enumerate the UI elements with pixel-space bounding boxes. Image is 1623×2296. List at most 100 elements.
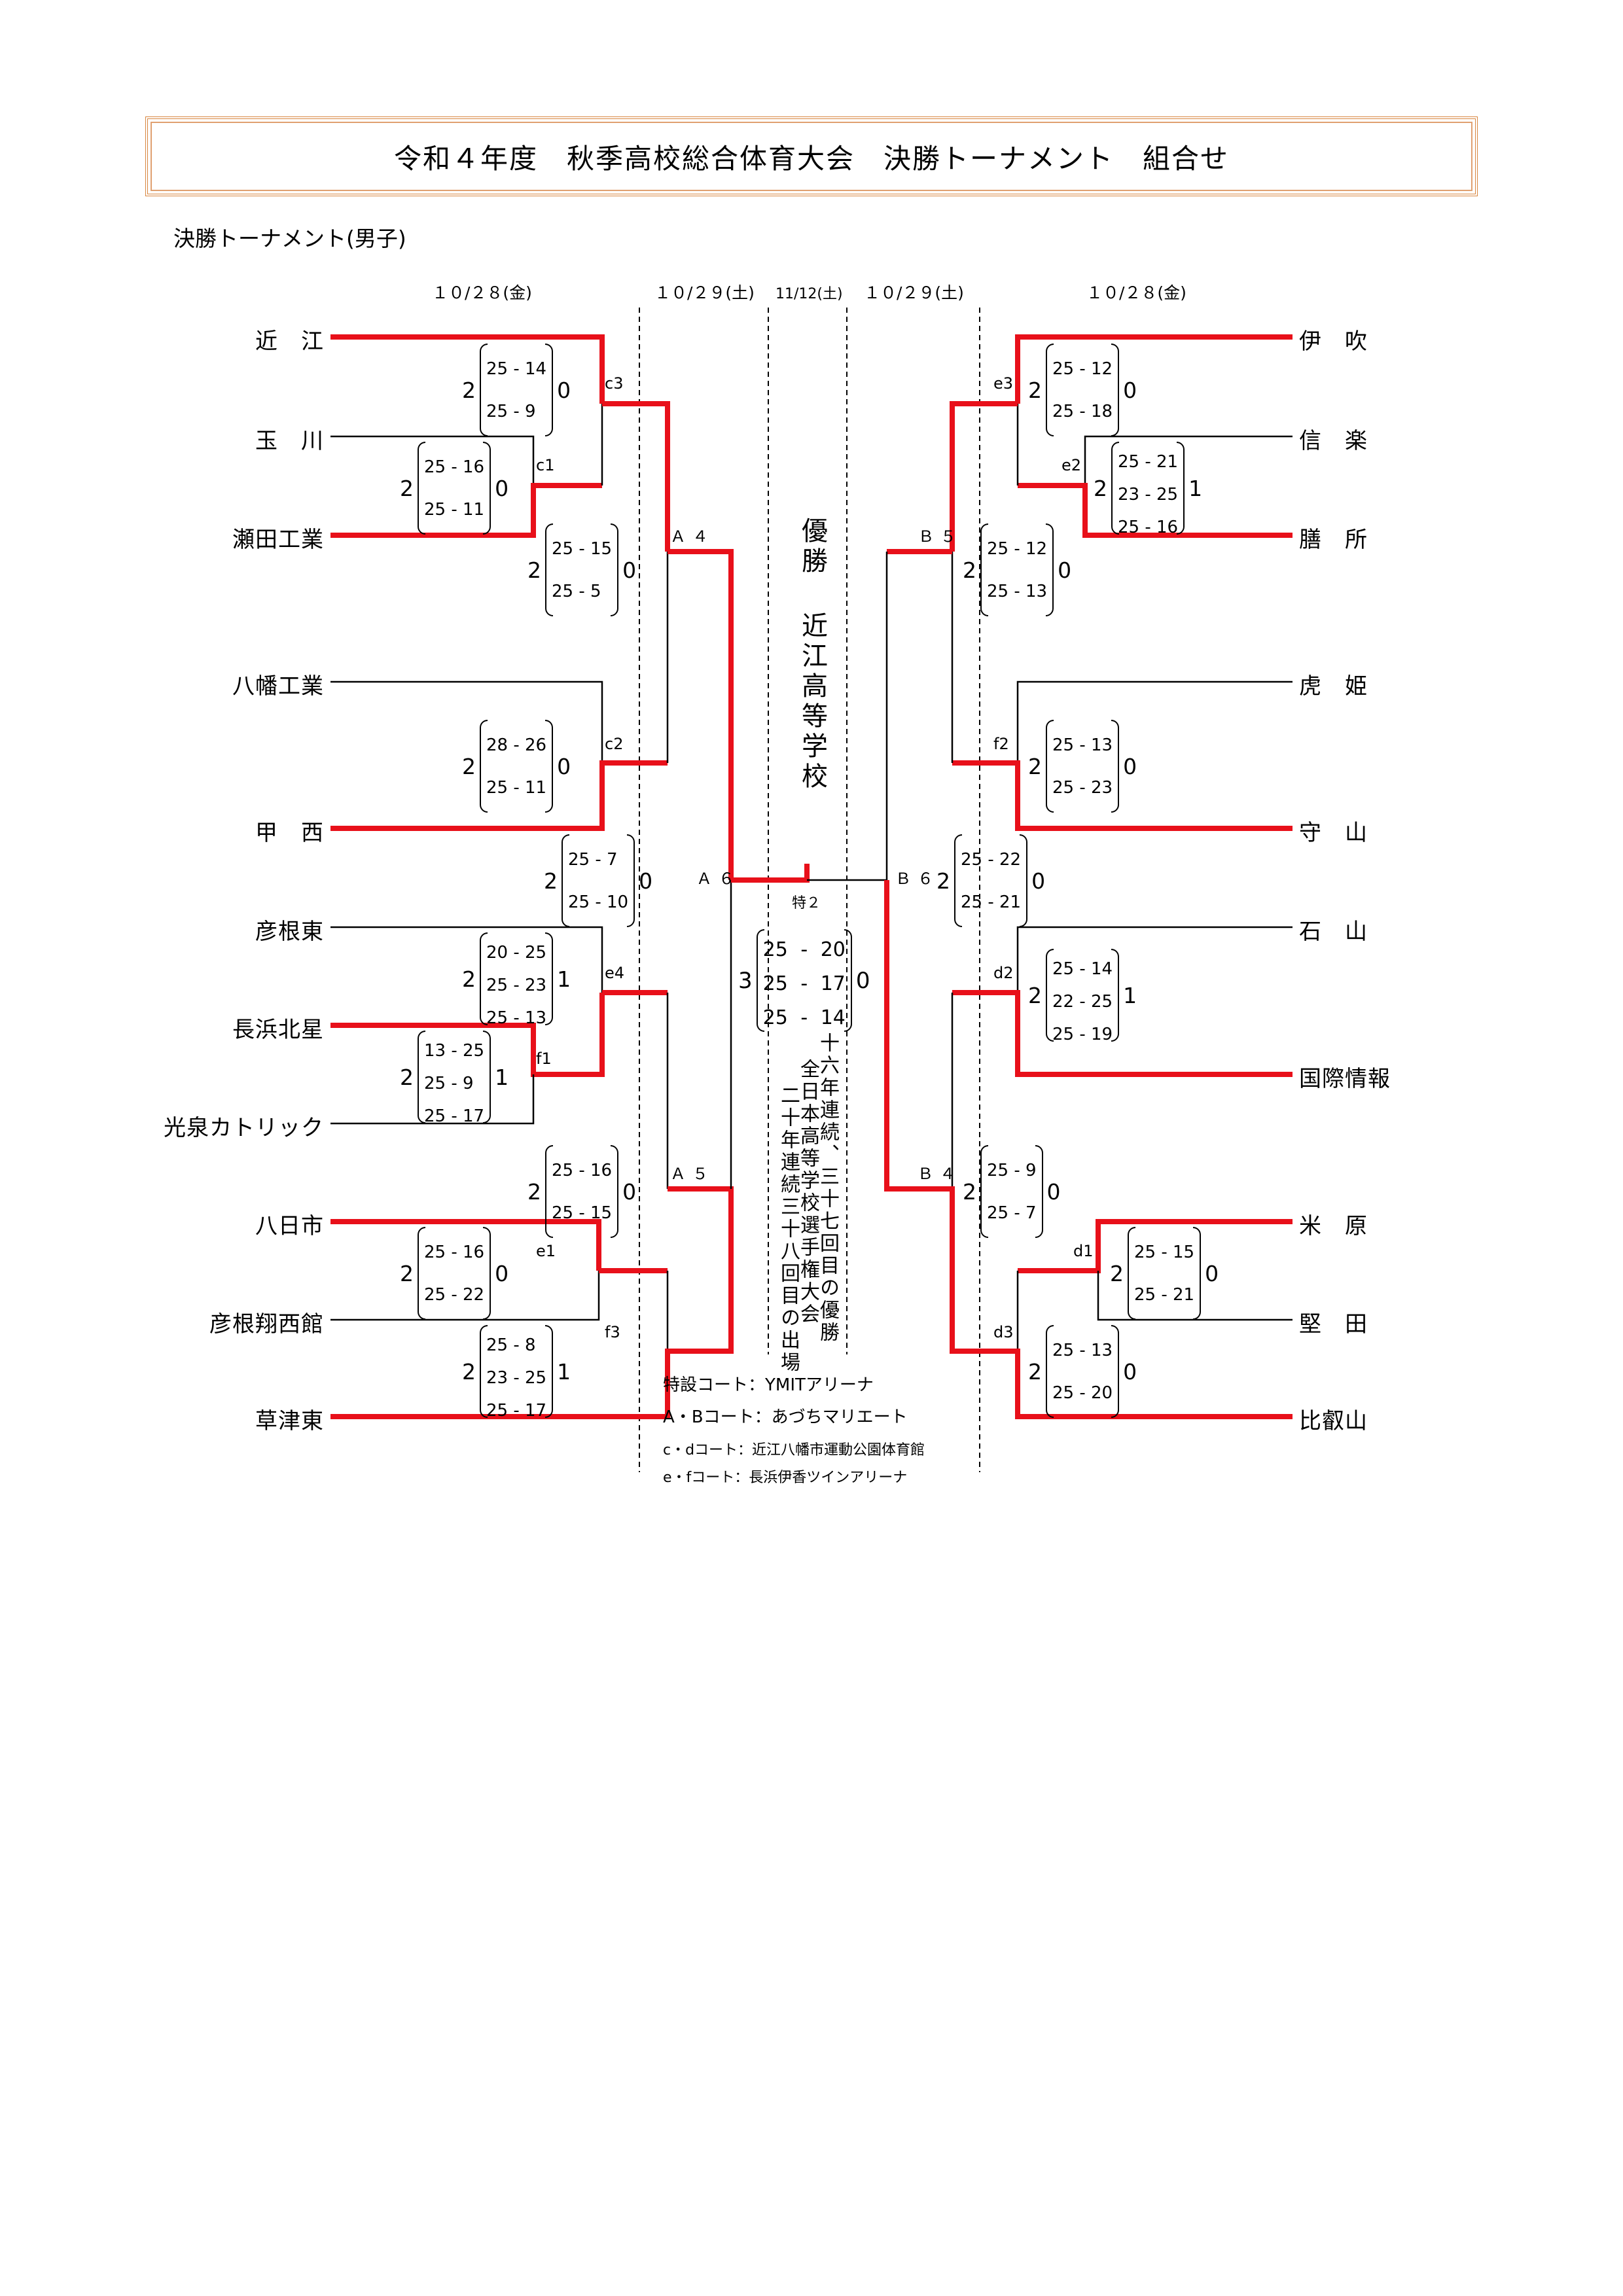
loser-sets: 0 (855, 967, 870, 994)
champion-note: 全日本高等学校選手権大会 (796, 1059, 819, 1326)
line-hieizan (884, 880, 1293, 1419)
game-score: 25 - 17 (486, 1401, 547, 1421)
venue-legend: 特設コート：YMITアリーナ (663, 1375, 874, 1395)
team-left: 玉 川 (255, 428, 324, 454)
game-score: 25 - 9 (486, 401, 536, 421)
team-right: 膳 所 (1299, 527, 1368, 553)
line-torahime (1016, 680, 1293, 763)
line-kokusaiJoho (952, 990, 1293, 1077)
page-title: 令和４年度 秋季高校総合体育大会 決勝トーナメント 組合せ (393, 142, 1229, 175)
line-katata (1097, 1271, 1293, 1321)
date-right-round2: １０/２９(土) (864, 283, 964, 302)
game-score: 25 - 13 (1052, 1340, 1113, 1360)
game-score: 25 - 12 (987, 539, 1048, 559)
loser-sets: 0 (1058, 557, 1072, 583)
game-score: 25 - 17 (424, 1106, 485, 1126)
game-score: 13 - 25 (424, 1041, 485, 1061)
game-score: 25 - 5 (552, 581, 601, 601)
line-hikoneHigashi (330, 926, 603, 993)
game-score: 25 - 20 (1052, 1383, 1113, 1403)
winner-sets: 2 (544, 868, 558, 894)
game-score: 25 - 18 (1052, 401, 1113, 421)
game-score: 25 - 13 (486, 1008, 547, 1028)
line-maibara (1018, 1219, 1293, 1273)
date-left-round2: １０/２９(土) (654, 283, 755, 302)
winner-sets: 2 (462, 1358, 476, 1385)
winner-sets: 2 (936, 868, 950, 894)
date-right-round1: １０/２８(金) (1086, 283, 1186, 302)
line-yokaichi (330, 1219, 601, 1271)
loser-sets: 0 (495, 1260, 509, 1286)
game-score: 25 - 21 (1118, 452, 1179, 472)
game-score: 25 - 8 (486, 1335, 536, 1355)
game-score: 25 - 16 (424, 457, 485, 477)
team-left: 光泉カトリック (164, 1115, 324, 1141)
court-label: Ａ５ (670, 1165, 715, 1183)
loser-sets: 0 (1123, 377, 1137, 403)
team-left: 八幡工業 (232, 673, 324, 699)
loser-sets: 0 (1205, 1260, 1219, 1286)
game-score: 25 - 16 (1118, 518, 1179, 537)
line-zeze (1018, 483, 1293, 538)
game-score: 20 - 25 (486, 943, 547, 963)
winner-sets: 2 (963, 1178, 976, 1205)
winner-sets: 3 (738, 967, 753, 994)
game-score: 25 - 11 (486, 777, 547, 798)
loser-sets: 0 (622, 1178, 637, 1205)
game-score: 25 - 12 (1052, 359, 1113, 379)
game-score: 25 - 14 (762, 1006, 846, 1029)
team-right: 米 原 (1299, 1213, 1368, 1239)
game-score: 25 - 9 (424, 1074, 474, 1093)
final-court-label: 特２ (792, 895, 821, 911)
team-left: 近 江 (255, 328, 324, 355)
court-label: f2 (993, 735, 1009, 753)
team-left: 瀬田工業 (232, 527, 324, 553)
line-A6-win (731, 864, 810, 883)
loser-sets: 0 (495, 475, 509, 501)
loser-sets: 1 (1188, 475, 1203, 501)
loser-sets: 0 (1123, 1358, 1137, 1385)
round-separators (639, 308, 980, 1472)
winner-sets: 2 (1028, 377, 1042, 403)
line-ishiyama (1016, 926, 1293, 993)
line-c3-win (602, 401, 670, 552)
team-right: 堅 田 (1299, 1311, 1368, 1337)
game-score: 25 - 11 (424, 499, 485, 520)
game-score: 23 - 25 (1118, 485, 1179, 504)
winner-sets: 2 (1110, 1260, 1124, 1286)
game-score: 25 - 22 (424, 1284, 485, 1305)
loser-sets: 0 (1123, 753, 1137, 779)
loser-sets: 1 (495, 1064, 509, 1090)
court-label: c1 (536, 456, 555, 474)
team-right: 比叡山 (1299, 1408, 1368, 1434)
line-hikoneShoseikan (330, 1271, 600, 1321)
game-score: 25 - 15 (1134, 1242, 1195, 1262)
court-label: Ｂ５ (918, 527, 963, 546)
game-score: 25 - 14 (1052, 959, 1113, 979)
winner-sets: 2 (1028, 982, 1042, 1008)
court-label: Ｂ６ (895, 870, 940, 888)
game-score: 25 - 13 (987, 581, 1048, 601)
loser-sets: 0 (622, 557, 637, 583)
line-A4-win (668, 549, 734, 880)
game-score: 25 - 16 (424, 1242, 485, 1262)
winner-sets: 2 (462, 753, 476, 779)
team-left: 長浜北星 (232, 1017, 324, 1043)
winner-sets: 2 (400, 1260, 414, 1286)
line-kosenCatholic (330, 1074, 535, 1125)
team-left: 甲 西 (255, 820, 324, 846)
team-left: 彦根翔西館 (209, 1311, 324, 1337)
game-score: 25 - 19 (1052, 1025, 1113, 1044)
